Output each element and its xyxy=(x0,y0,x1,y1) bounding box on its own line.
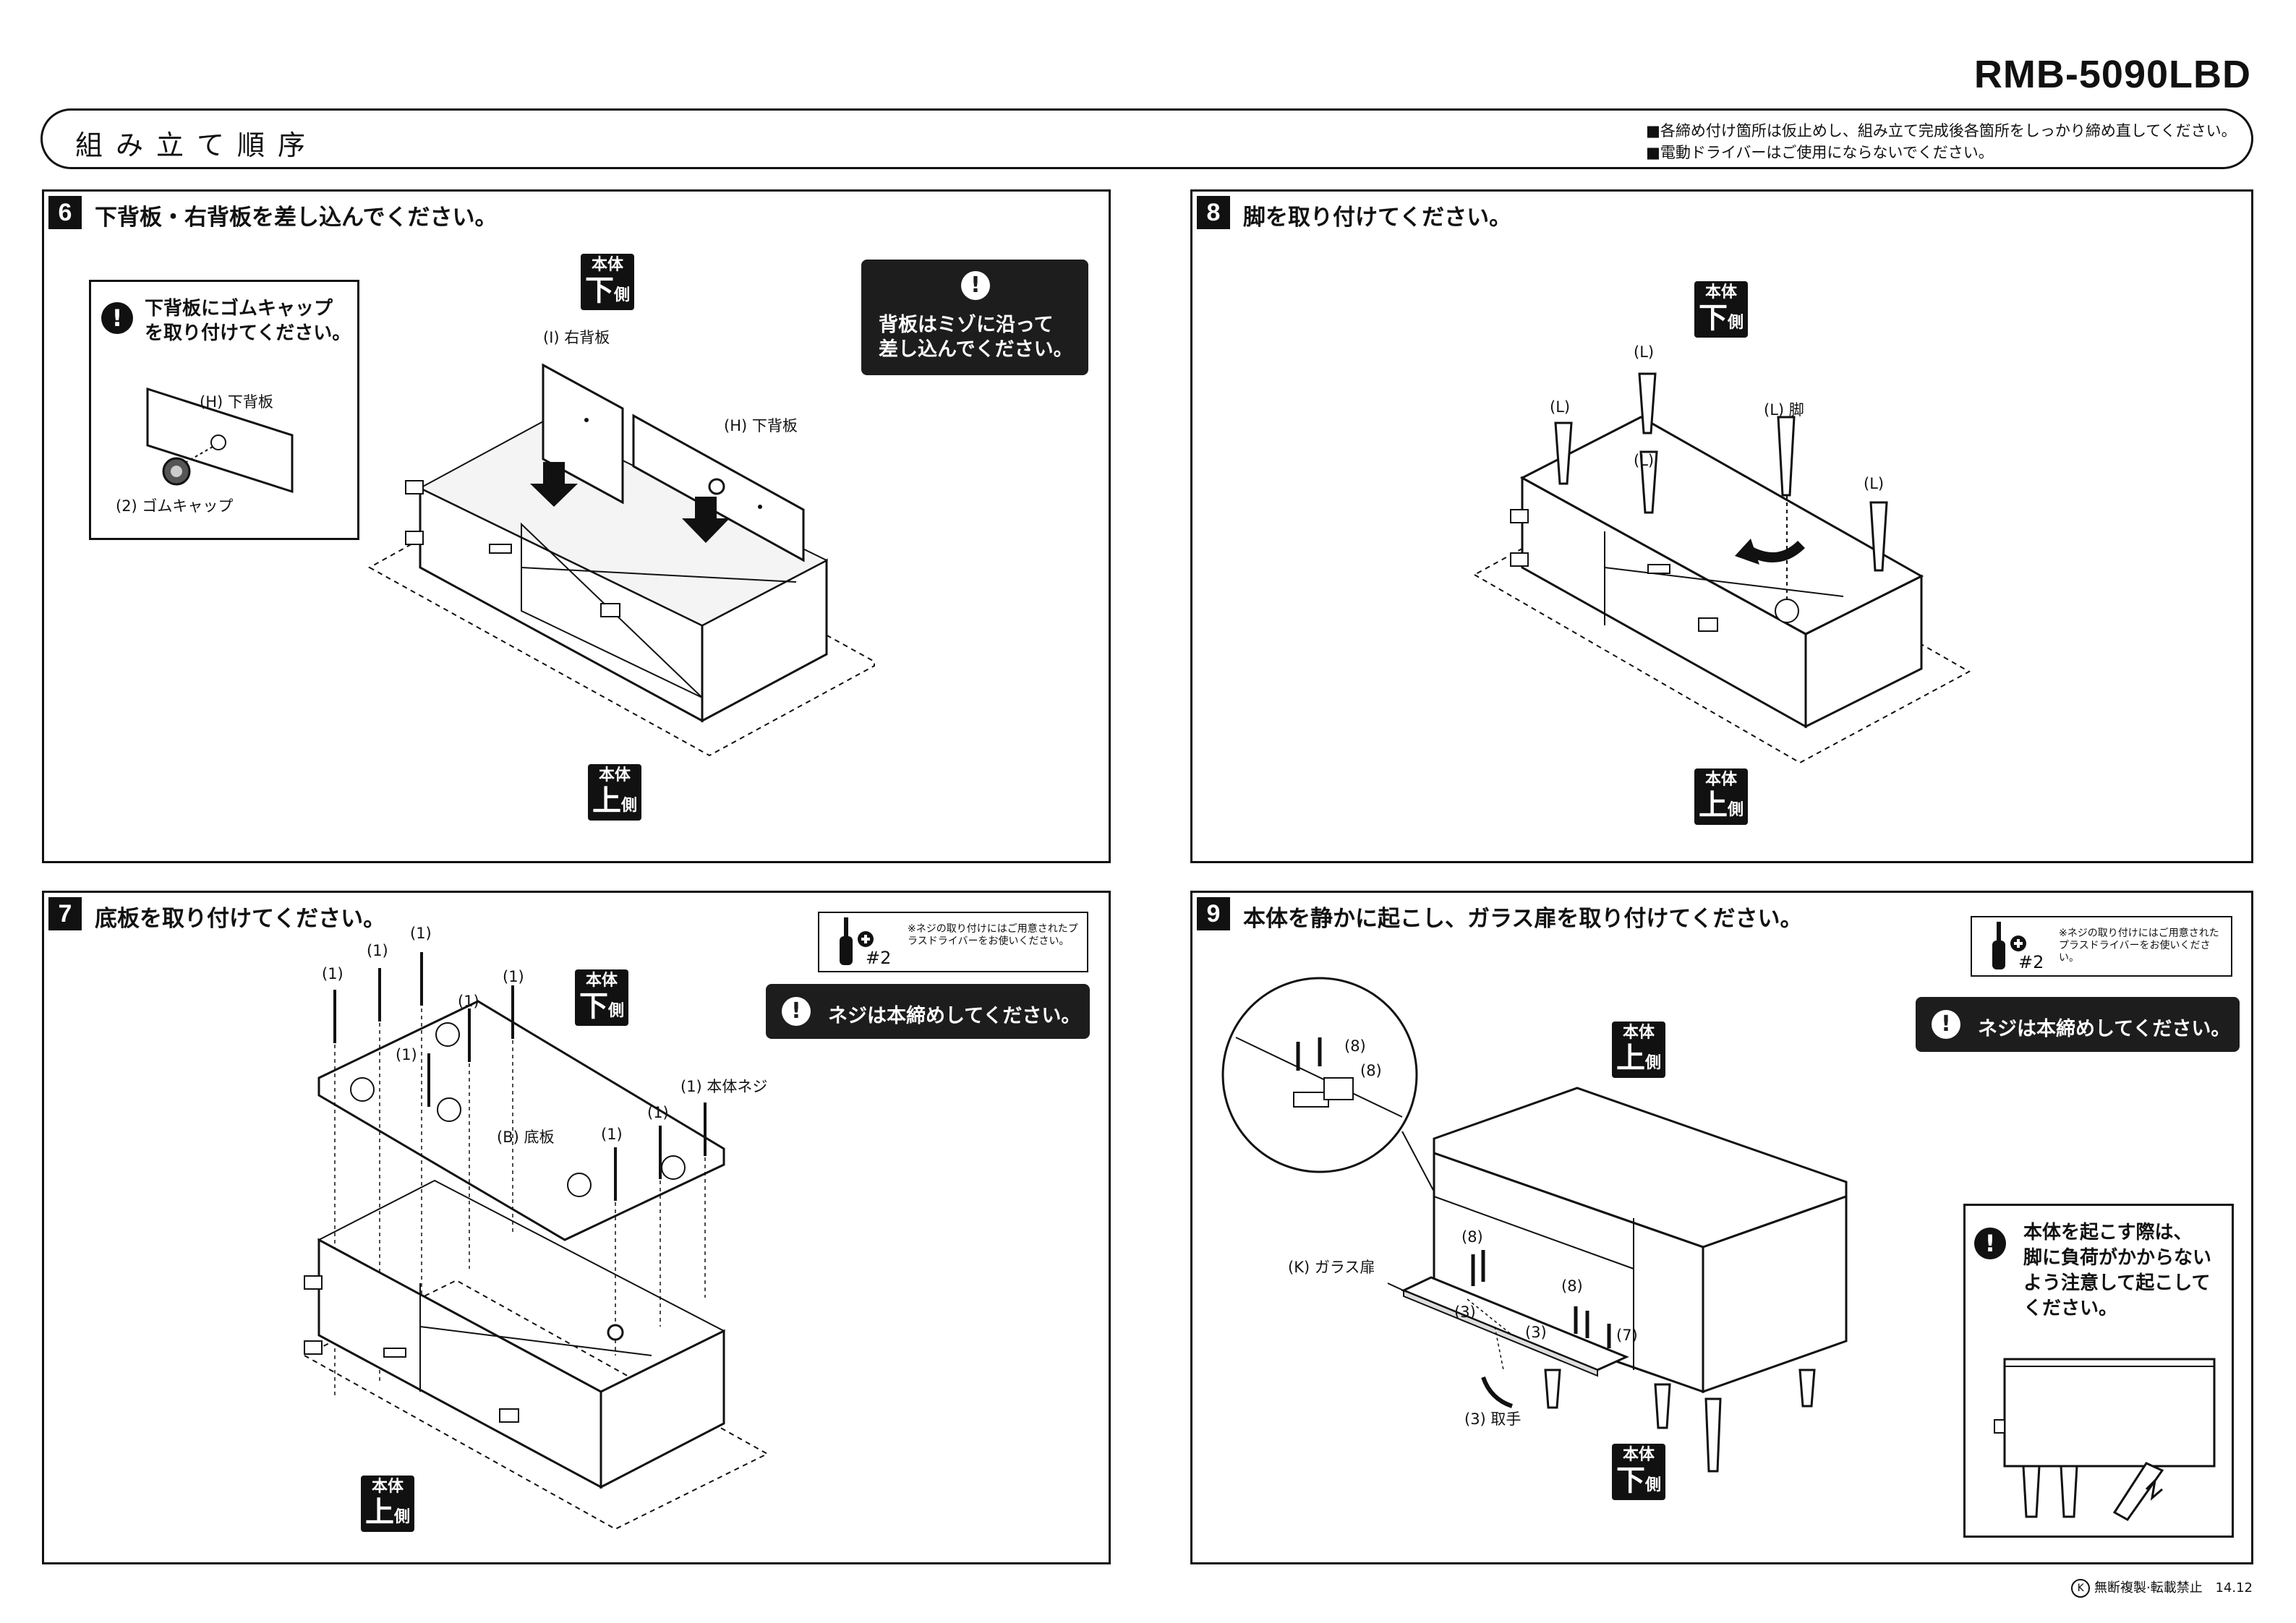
step-8-panel: 8 脚を取り付けてください。 本体下側 本体上側 (L) (L) ( xyxy=(1190,189,2253,863)
body-bottom-side-tag: 本体下側 xyxy=(1694,281,1748,338)
label-screw: (8) xyxy=(1344,1037,1366,1055)
screwdriver-text: ※ネジの取り付けにはご用意されたプラスドライバーをお使いください。 xyxy=(908,923,1078,947)
label-rubber-cap: (2) ゴムキャップ xyxy=(116,497,234,515)
label-screw: (8) xyxy=(1360,1062,1382,1079)
footer: K 無断複製·転載禁止 14.12 xyxy=(2071,1577,2253,1598)
header-bar xyxy=(40,108,2253,169)
body-bottom-side-tag: 本体下側 xyxy=(581,254,634,310)
label-screw: (1) xyxy=(647,1104,669,1121)
body-top-side-tag: 本体上側 xyxy=(588,764,641,821)
label-screw: (1) xyxy=(367,942,388,959)
label-right-back-panel: (I) 右背板 xyxy=(543,329,610,346)
step-8-drawing xyxy=(1472,372,1971,764)
step-title: 下背板・右背板を差し込んでください。 xyxy=(95,205,498,231)
step-9-drawing xyxy=(1221,977,1848,1473)
rubber-cap-illustration xyxy=(146,387,294,494)
step-title: 本体を静かに起こし、ガラス扉を取り付けてください。 xyxy=(1243,906,1803,932)
label-screw-7: (7) xyxy=(1616,1327,1638,1344)
warning-icon: ! xyxy=(782,997,811,1026)
label-glass-door: (K) ガラス扉 xyxy=(1288,1259,1375,1276)
label-handle: (3) 取手 xyxy=(1464,1410,1522,1428)
label-hinge-screw: (3) xyxy=(1454,1303,1476,1321)
assembly-notes: ■各締め付け箇所は仮止めし、組み立て完成後各箇所をしっかり締め直してください。 … xyxy=(1646,120,2237,163)
label-screw: (1) xyxy=(601,1126,623,1143)
label-screw: (1) xyxy=(503,968,524,985)
lifting-caution: ! 本体を起こす際は、 脚に負荷がかからない よう注意して起こして ください。 xyxy=(1963,1204,2234,1538)
label-leg: (L) xyxy=(1634,343,1655,361)
step-7-drawing xyxy=(302,952,769,1530)
warning-icon: ! xyxy=(961,271,990,300)
screwdriver-note: #2 ※ネジの取り付けにはご用意されたプラスドライバーをお使いください。 xyxy=(1971,916,2232,977)
label-lower-back-panel-main: (H) 下背板 xyxy=(724,417,798,434)
screwdriver-icon xyxy=(1992,922,2026,969)
body-bottom-side-tag: 本体下側 xyxy=(1612,1444,1665,1500)
step-number: 7 xyxy=(48,897,82,930)
caution-icon: ! xyxy=(101,302,133,334)
step-number: 8 xyxy=(1197,196,1230,229)
body-top-side-tag: 本体上側 xyxy=(1612,1022,1665,1078)
step-title: 底板を取り付けてください。 xyxy=(95,906,386,932)
note-line: ■電動ドライバーはご使用にならないでください。 xyxy=(1646,144,1994,161)
label-screw: (8) xyxy=(1561,1277,1583,1295)
body-top-side-tag: 本体上側 xyxy=(361,1476,414,1532)
tighten-warning: ! ネジは本締めしてください。 xyxy=(766,984,1090,1039)
label-leg-main: (L) 脚 xyxy=(1764,401,1804,419)
lifting-illustration xyxy=(1994,1358,2216,1521)
model-number: RMB-5090LBD xyxy=(1973,53,2251,96)
label-screw: (1) xyxy=(322,965,343,982)
step-number: 6 xyxy=(48,196,82,229)
screwdriver-size: #2 xyxy=(866,948,892,968)
label-leg: (L) xyxy=(1634,452,1655,469)
groove-warning: ! 背板はミゾに沿って 差し込んでください。 xyxy=(861,260,1088,375)
note-line: ■各締め付け箇所は仮止めし、組み立て完成後各箇所をしっかり締め直してください。 xyxy=(1646,122,2237,140)
caution-icon: ! xyxy=(1974,1228,2006,1259)
rubber-cap-note: ! 下背板にゴムキャップ を取り付けてください。 (H) 下背板 (2) ゴムキ… xyxy=(89,280,359,540)
label-lower-back-panel: (H) 下背板 xyxy=(200,393,273,411)
document-code: 14.12 xyxy=(2215,1580,2253,1596)
step-number: 9 xyxy=(1197,897,1230,930)
label-screw: (1) xyxy=(458,993,479,1010)
label-body-screw: (1) 本体ネジ xyxy=(680,1078,768,1095)
screwdriver-icon xyxy=(840,917,874,965)
note-title: 下背板にゴムキャップ を取り付けてください。 xyxy=(145,298,351,344)
label-bottom-board: (B) 底板 xyxy=(497,1129,555,1146)
step-9-panel: 9 本体を静かに起こし、ガラス扉を取り付けてください。 #2 ※ネジの取り付けに… xyxy=(1190,891,2253,1564)
label-leg: (L) xyxy=(1550,398,1571,416)
screwdriver-text: ※ネジの取り付けにはご用意されたプラスドライバーをお使いください。 xyxy=(2059,928,2219,964)
body-top-side-tag: 本体上側 xyxy=(1694,768,1748,825)
label-hinge-screw: (3) xyxy=(1525,1324,1547,1341)
label-screw: (1) xyxy=(410,925,432,942)
tighten-warning: ! ネジは本締めしてください。 xyxy=(1916,997,2240,1052)
copyright-notice: 無断複製·転載禁止 xyxy=(2094,1580,2203,1596)
warning-icon: ! xyxy=(1932,1010,1960,1039)
step-6-drawing xyxy=(367,363,875,757)
screwdriver-size: #2 xyxy=(2018,952,2044,972)
label-screw: (8) xyxy=(1461,1228,1483,1246)
label-screw: (1) xyxy=(396,1046,417,1063)
body-bottom-side-tag: 本体下側 xyxy=(575,969,628,1026)
label-leg: (L) xyxy=(1864,475,1885,492)
page-title: 組み立て順序 xyxy=(75,129,319,161)
step-7-panel: 7 底板を取り付けてください。 #2 ※ネジの取り付けにはご用意されたプラスドラ… xyxy=(42,891,1111,1564)
step-6-panel: 6 下背板・右背板を差し込んでください。 ! 下背板にゴムキャップ を取り付けて… xyxy=(42,189,1111,863)
k-mark-icon: K xyxy=(2071,1579,2091,1598)
step-title: 脚を取り付けてください。 xyxy=(1243,205,1512,231)
screwdriver-note: #2 ※ネジの取り付けにはご用意されたプラスドライバーをお使いください。 xyxy=(818,912,1088,972)
